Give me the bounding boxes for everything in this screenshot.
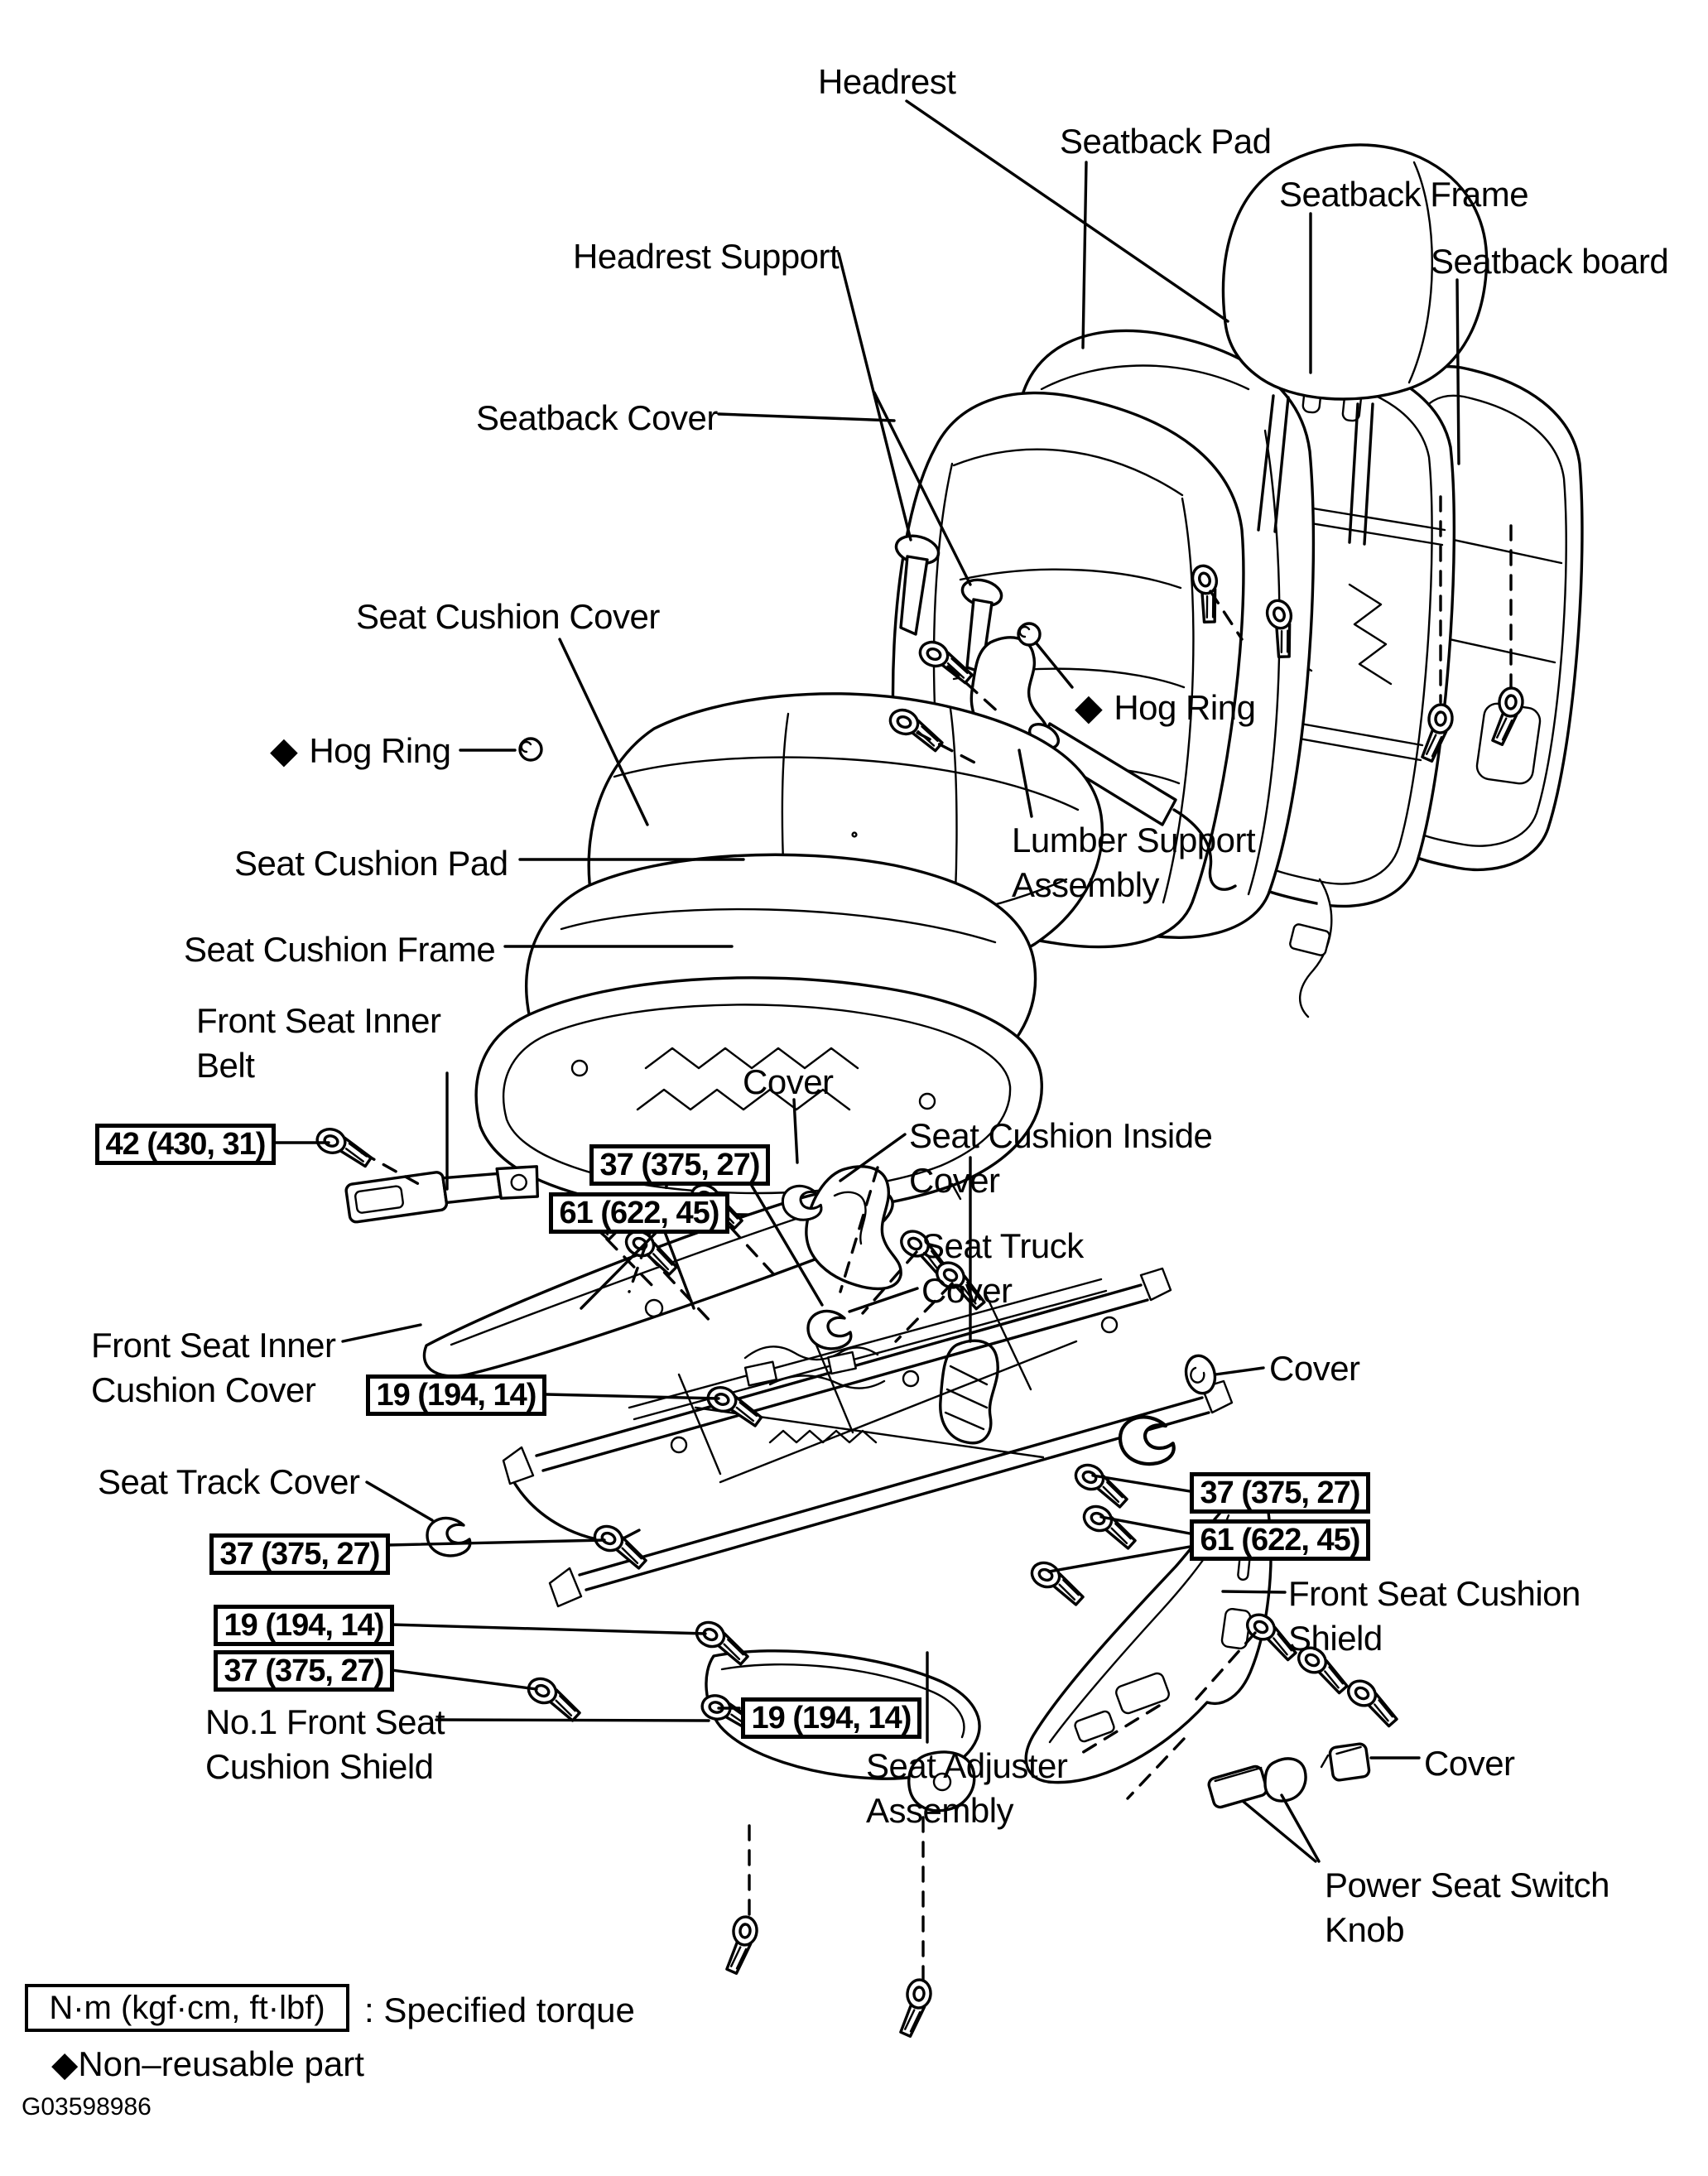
label-line: Front Seat Inner bbox=[196, 1001, 441, 1040]
label-line: Cushion Cover bbox=[91, 1370, 316, 1409]
non-reusable-marker-icon: ◆ bbox=[270, 730, 298, 771]
label-line: Seat Truck bbox=[921, 1226, 1084, 1265]
label-headrest: Headrest bbox=[818, 62, 956, 101]
label-line: Front Seat Inner bbox=[91, 1326, 336, 1365]
label-line: Knob bbox=[1325, 1910, 1405, 1949]
label-no1-front-seat-cushion-shield: No.1 Front Seat Cushion Shield bbox=[205, 1700, 445, 1789]
cover-bottom-right-drawing bbox=[1320, 1742, 1371, 1782]
legend-non-reusable-text: Non–reusable part bbox=[78, 2044, 364, 2083]
non-reusable-marker-icon: ◆ bbox=[51, 2044, 79, 2083]
torque-box-61-a: 61 (622, 45) bbox=[549, 1192, 729, 1234]
figure-code: G03598986 bbox=[22, 2093, 152, 2121]
label-hog-ring-left: ◆ Hog Ring bbox=[270, 729, 451, 773]
label-front-seat-inner-cushion-cover: Front Seat Inner Cushion Cover bbox=[91, 1323, 336, 1413]
torque-box-61-b: 61 (622, 45) bbox=[1190, 1519, 1370, 1561]
seat-truck-cover-drawing bbox=[1120, 1417, 1174, 1464]
torque-box-37-d: 37 (375, 27) bbox=[1190, 1472, 1370, 1514]
label-hog-ring-right: ◆ Hog Ring bbox=[1075, 686, 1256, 730]
front-seat-inner-cushion-cover-drawing bbox=[422, 1165, 902, 1378]
label-seat-track-cover: Seat Track Cover bbox=[98, 1462, 360, 1501]
leader-lines bbox=[272, 99, 1460, 1863]
torque-box-37-b: 37 (375, 27) bbox=[209, 1533, 390, 1575]
torque-box-19-a: 19 (194, 14) bbox=[366, 1374, 546, 1416]
cover-right-mid-drawing bbox=[1184, 1354, 1217, 1395]
label-line: Cover bbox=[921, 1271, 1013, 1310]
torque-box-37-c: 37 (375, 27) bbox=[214, 1650, 394, 1692]
label-cover-top: Cover bbox=[743, 1062, 834, 1101]
label-headrest-support: Headrest Support bbox=[573, 237, 840, 276]
label-hog-ring-left-text: Hog Ring bbox=[309, 731, 451, 770]
power-seat-switch-knob-drawing bbox=[1207, 1757, 1307, 1809]
headrest-drawing bbox=[1221, 143, 1489, 546]
seat-track-cover-2-drawing bbox=[806, 1309, 853, 1350]
label-cover-right: Cover bbox=[1269, 1349, 1360, 1388]
label-front-seat-inner-belt: Front Seat Inner Belt bbox=[196, 999, 441, 1088]
non-reusable-marker-icon: ◆ bbox=[1075, 687, 1103, 728]
legend-torque-box: N·m (kgf·cm, ft·lbf) bbox=[25, 1984, 349, 2032]
label-front-seat-cushion-shield: Front Seat Cushion Shield bbox=[1288, 1572, 1581, 1661]
label-seat-cushion-cover: Seat Cushion Cover bbox=[356, 597, 660, 636]
label-seatback-frame: Seatback Frame bbox=[1279, 175, 1529, 214]
label-line: Shield bbox=[1288, 1619, 1383, 1658]
label-line: No.1 Front Seat bbox=[205, 1702, 445, 1741]
label-line: Assembly bbox=[866, 1791, 1014, 1830]
label-power-seat-switch-knob: Power Seat Switch Knob bbox=[1325, 1863, 1610, 1952]
torque-box-19-b: 19 (194, 14) bbox=[214, 1605, 394, 1646]
label-line: Power Seat Switch bbox=[1325, 1865, 1610, 1904]
label-line: Seat Adjuster bbox=[866, 1746, 1068, 1785]
seat-cushion-inside-cover-drawing bbox=[939, 1339, 999, 1445]
hog-ring-glyph bbox=[518, 737, 543, 762]
front-seat-inner-belt-drawing bbox=[344, 1165, 540, 1224]
label-line: Cover bbox=[909, 1161, 1000, 1200]
label-cover-bottom-right: Cover bbox=[1424, 1744, 1515, 1783]
label-seat-cushion-frame: Seat Cushion Frame bbox=[184, 930, 496, 969]
label-line: Belt bbox=[196, 1046, 255, 1085]
legend-non-reusable: ◆Non–reusable part bbox=[51, 2044, 364, 2084]
label-seat-cushion-inside-cover: Seat Cushion Inside Cover bbox=[909, 1114, 1213, 1203]
legend-torque-desc: : Specified torque bbox=[364, 1991, 635, 2029]
torque-box-19-c: 19 (194, 14) bbox=[741, 1697, 921, 1739]
label-line: Cushion Shield bbox=[205, 1747, 434, 1786]
label-line: Lumber Support bbox=[1012, 821, 1256, 859]
label-seat-adjuster-assembly: Seat Adjuster Assembly bbox=[866, 1744, 1068, 1833]
label-lumber-support-assembly: Lumber Support Assembly bbox=[1012, 818, 1256, 907]
label-line: Assembly bbox=[1012, 865, 1160, 904]
label-hog-ring-right-text: Hog Ring bbox=[1114, 688, 1256, 727]
label-seat-truck-cover: Seat Truck Cover bbox=[921, 1224, 1084, 1313]
front-seat-cushion-shield-drawing bbox=[1024, 1490, 1273, 1784]
torque-box-42: 42 (430, 31) bbox=[95, 1124, 276, 1165]
label-seatback-cover: Seatback Cover bbox=[476, 398, 718, 437]
label-seatback-board: Seatback board bbox=[1431, 242, 1669, 281]
seat-track-cover-drawing bbox=[426, 1516, 472, 1557]
label-seatback-pad: Seatback Pad bbox=[1060, 122, 1272, 161]
label-seat-cushion-pad: Seat Cushion Pad bbox=[234, 844, 508, 883]
headrest-support-drawing bbox=[894, 534, 1003, 674]
lumber-support-assembly-drawing bbox=[969, 622, 1237, 891]
torque-box-37-a: 37 (375, 27) bbox=[589, 1144, 770, 1186]
label-line: Seat Cushion Inside bbox=[909, 1116, 1213, 1155]
label-line: Front Seat Cushion bbox=[1288, 1574, 1581, 1613]
